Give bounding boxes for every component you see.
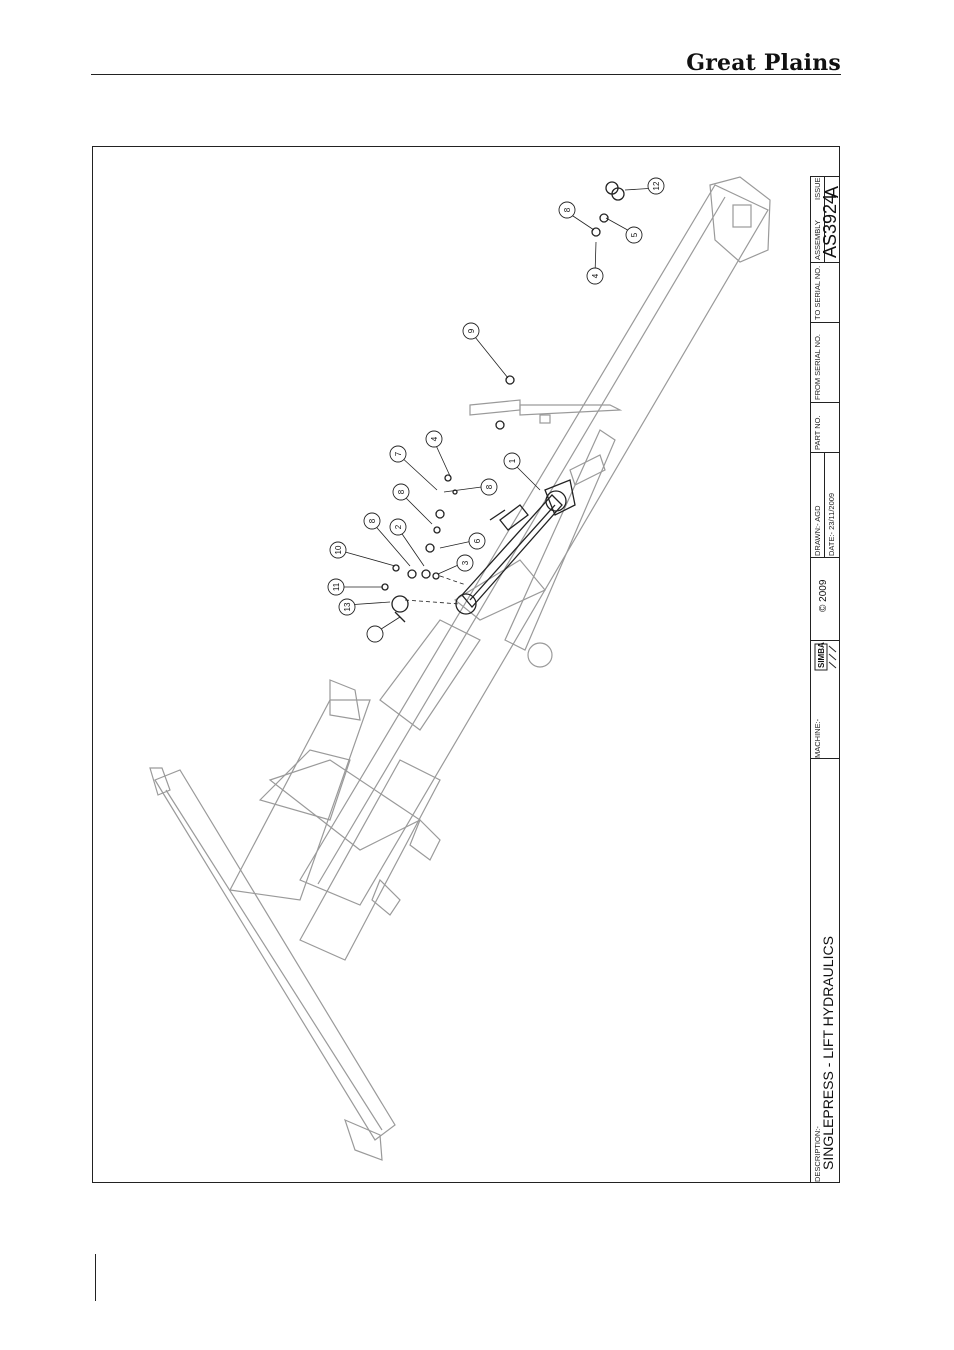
callout-label: 1: [508, 458, 517, 463]
header-rule: [91, 74, 841, 75]
simba-logo: SIMBA: [812, 642, 838, 672]
description-value: SINGLEPRESS - LIFT HYDRAULICS: [820, 936, 836, 1170]
part-no-label: PART NO.: [813, 415, 822, 450]
callout-label: 11: [332, 582, 341, 591]
cell-divider: [810, 640, 840, 641]
callout-label: 13: [343, 602, 352, 611]
callout-label: 7: [394, 451, 403, 456]
callout-label: 4: [591, 273, 600, 278]
assembly-number: AS3924: [820, 194, 841, 258]
footer-rule: [95, 1254, 96, 1301]
drawn-by: DRAWN:- AGD: [813, 505, 822, 556]
brand-logo: Great Plains: [686, 50, 841, 76]
from-serial-label: FROM SERIAL NO.: [813, 334, 822, 400]
callout-label: 4: [430, 436, 439, 441]
cell-divider: [810, 262, 840, 263]
cell-divider: [810, 452, 840, 453]
cell-divider: [810, 402, 840, 403]
cell-divider: [810, 758, 840, 759]
callout-label: 8: [368, 518, 377, 523]
copyright: © 2009: [818, 580, 829, 612]
logo-text: SIMBA: [817, 642, 826, 668]
machine-label: MACHINE:-: [813, 719, 822, 758]
callout-label: 8: [397, 489, 406, 494]
callout-label: 9: [467, 328, 476, 333]
to-serial-label: TO SERIAL NO.: [813, 266, 822, 320]
callout-label: 5: [630, 232, 639, 237]
issue-value: A: [822, 186, 843, 198]
callout-label: 6: [473, 538, 482, 543]
callout-label: 8: [563, 207, 572, 212]
callout-label: 12: [652, 181, 661, 190]
callout-label: 2: [394, 524, 403, 529]
cell-divider: [824, 452, 825, 557]
callout-label: 8: [485, 484, 494, 489]
cell-divider: [810, 322, 840, 323]
cell-divider: [810, 557, 840, 558]
callout-label: 3: [461, 560, 470, 565]
issue-label: ISSUE: [813, 177, 822, 200]
drawing-date: DATE:- 23/11/2009: [827, 493, 836, 556]
exploded-assembly-drawing: 12 8 5 4 9 4 7 8 1 8 6 2 8 3 10 11 13: [93, 147, 809, 1182]
callout-label: 10: [334, 545, 343, 554]
